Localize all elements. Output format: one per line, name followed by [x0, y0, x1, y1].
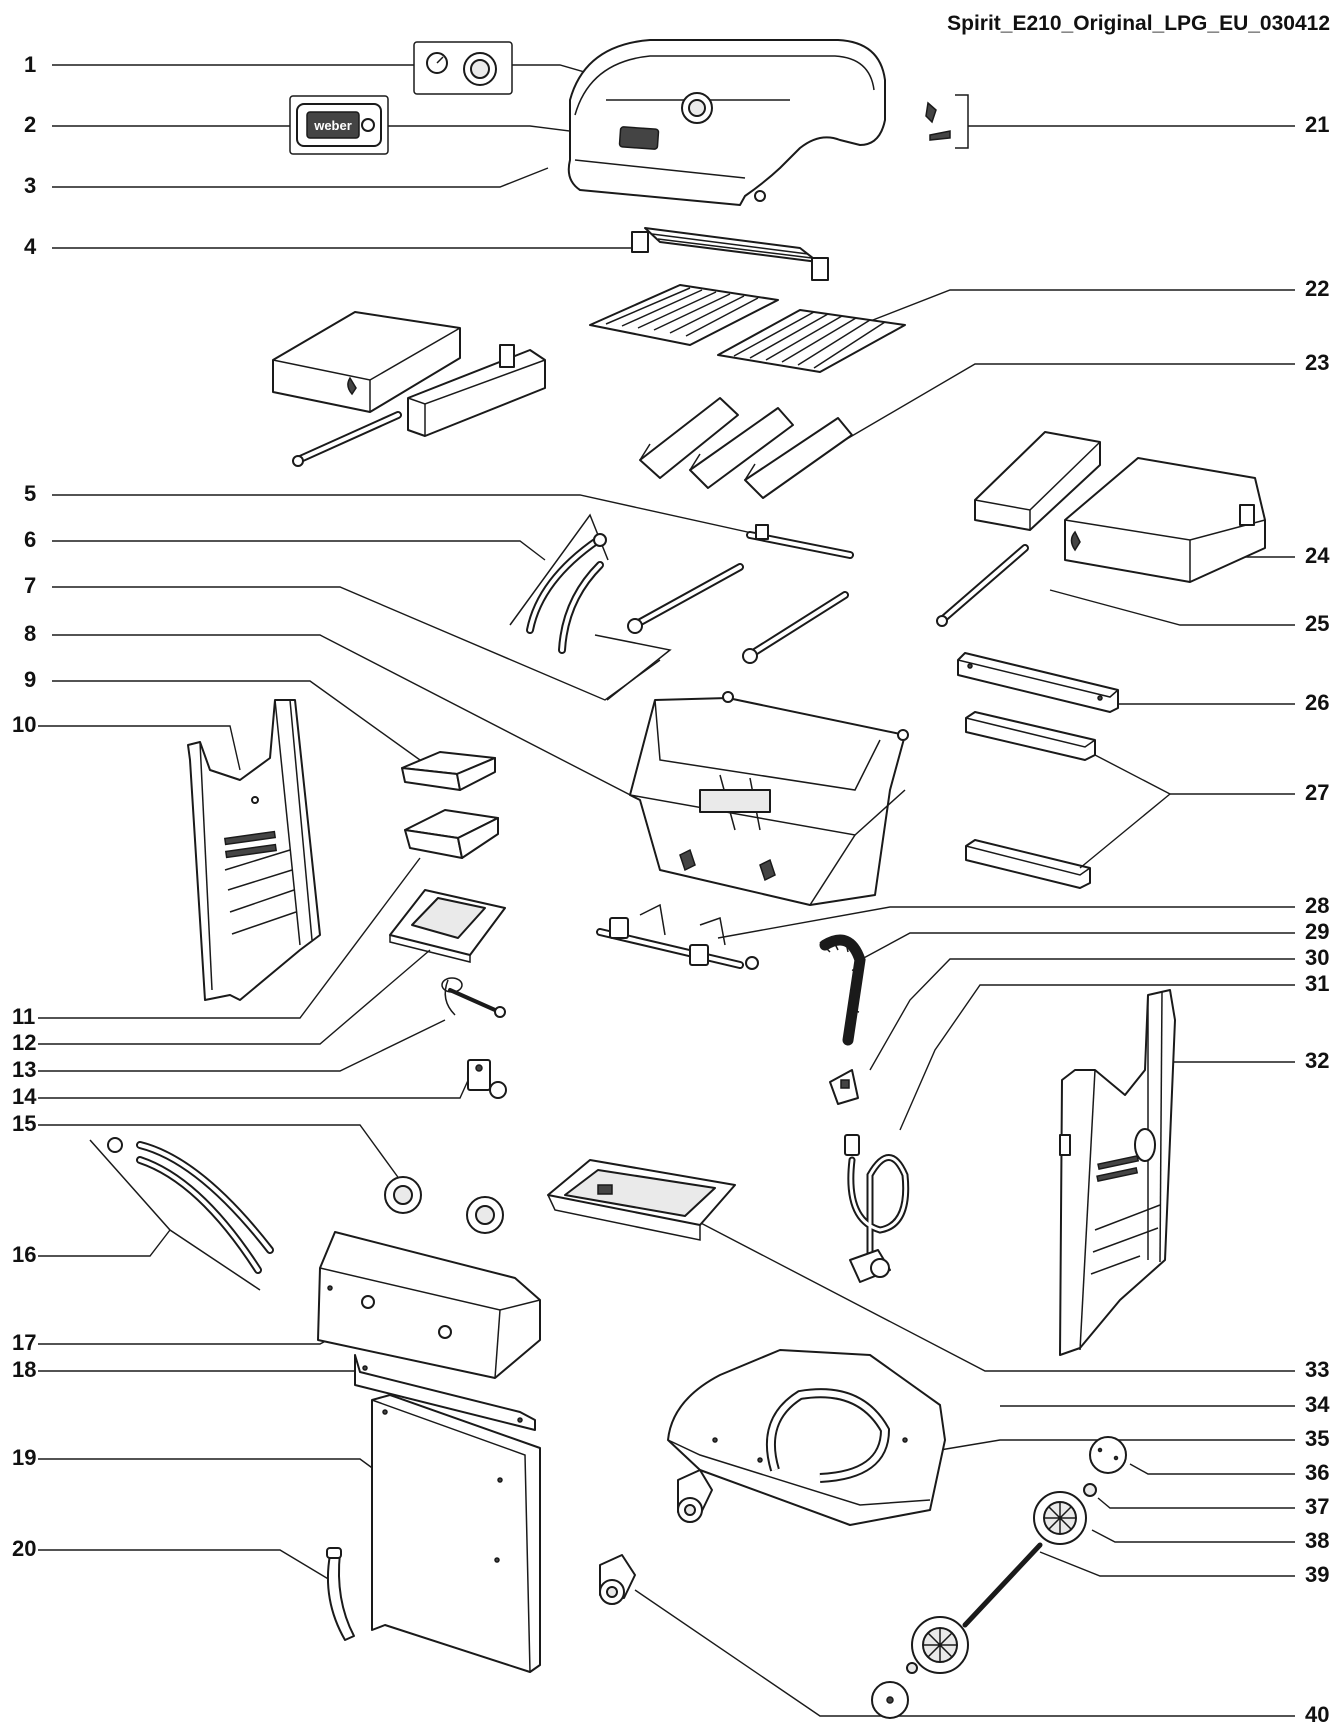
label-40: 40	[1305, 1702, 1329, 1727]
part-38-wheel	[1033, 1491, 1087, 1545]
part-14-igniter	[467, 1059, 507, 1099]
part-39-axle	[962, 1542, 1043, 1628]
label-3: 3	[24, 173, 36, 198]
part-21-screws	[925, 94, 969, 149]
part-31-regulator-hose	[844, 1134, 910, 1283]
label-37: 37	[1305, 1494, 1329, 1519]
part-37-washer	[1083, 1483, 1097, 1497]
part-25-right-bracket-rod	[936, 431, 1101, 627]
part-12-tray-holder	[389, 889, 506, 963]
label-18: 18	[12, 1357, 36, 1382]
left-leader-lines	[38, 64, 771, 1581]
part-2-logo-badge-callout: weber	[289, 95, 626, 155]
part-4-warming-rack	[631, 227, 829, 281]
part-3-lid	[567, 39, 886, 206]
part-10-left-frame	[187, 699, 321, 1001]
label-22: 22	[1305, 276, 1329, 301]
part-13-wire-hook	[441, 977, 506, 1018]
left-side-rod	[292, 411, 402, 467]
part-16-wire-set	[89, 1137, 274, 1291]
diagram-title: Spirit_E210_Original_LPG_EU_030412	[947, 12, 1330, 35]
part-8-cookbox	[629, 691, 909, 906]
label-1: 1	[24, 52, 36, 77]
label-30: 30	[1305, 945, 1329, 970]
left-side-table	[272, 311, 461, 413]
left-labels: 1 2 3 4 5 6 7 8 9 10 11 12 13 14 15 16 1…	[12, 52, 37, 1561]
label-13: 13	[12, 1057, 36, 1082]
label-25: 25	[1305, 611, 1329, 636]
part-29-hose	[819, 934, 866, 1046]
part-32-right-frame	[1059, 989, 1176, 1356]
wheel-assembly-lower	[871, 1616, 969, 1719]
part-28-manifold	[596, 903, 759, 970]
label-7: 7	[24, 573, 36, 598]
label-21: 21	[1305, 112, 1329, 137]
part-18-crossbar	[354, 1354, 536, 1431]
label-31: 31	[1305, 971, 1329, 996]
label-15: 15	[12, 1111, 36, 1136]
part-35-bottom-shelf	[667, 1349, 946, 1526]
part-26-rail	[957, 652, 1119, 713]
label-4: 4	[24, 234, 37, 259]
label-11: 11	[12, 1004, 35, 1029]
part-7-burner-tubes	[594, 563, 849, 701]
right-leader-lines	[634, 125, 1295, 1717]
casters	[677, 1469, 713, 1523]
label-23: 23	[1305, 350, 1329, 375]
label-38: 38	[1305, 1528, 1329, 1553]
label-9: 9	[24, 667, 36, 692]
part-27-rails	[965, 711, 1171, 889]
label-10: 10	[12, 712, 36, 737]
label-19: 19	[12, 1445, 36, 1470]
label-16: 16	[12, 1242, 36, 1267]
label-6: 6	[24, 527, 36, 552]
label-32: 32	[1305, 1048, 1329, 1073]
part-23-flavorizer-bars	[639, 397, 853, 499]
part-5-burner-tube	[746, 524, 854, 559]
part-40-caster	[599, 1554, 636, 1605]
part-15-control-knobs	[384, 1176, 504, 1234]
label-29: 29	[1305, 919, 1329, 944]
left-side-bracket	[407, 344, 546, 437]
part-19-door	[371, 1394, 541, 1673]
label-5: 5	[24, 481, 36, 506]
part-22-cooking-grates	[589, 284, 906, 373]
label-12: 12	[12, 1030, 36, 1055]
part-9-drip-tray	[401, 751, 496, 791]
part-36-hubcap	[1089, 1436, 1127, 1474]
label-34: 34	[1305, 1392, 1330, 1417]
label-35: 35	[1305, 1426, 1329, 1451]
part-34-tank-ring	[765, 1388, 891, 1483]
part-20-handle	[326, 1547, 355, 1641]
label-28: 28	[1305, 893, 1329, 918]
label-33: 33	[1305, 1357, 1329, 1382]
part-33-grease-tray	[547, 1159, 736, 1241]
right-labels: 21 22 23 24 25 26 27 28 29 30 31 32 33 3…	[1305, 112, 1330, 1727]
part-24-right-side-table	[1064, 457, 1266, 583]
label-39: 39	[1305, 1562, 1329, 1587]
label-20: 20	[12, 1536, 36, 1561]
label-2: 2	[24, 112, 36, 137]
label-24: 24	[1305, 543, 1330, 568]
part-17-control-panel	[317, 1231, 541, 1379]
label-26: 26	[1305, 690, 1329, 715]
label-27: 27	[1305, 780, 1329, 805]
part-30-clip	[829, 1069, 859, 1105]
label-36: 36	[1305, 1460, 1329, 1485]
svg-text:weber: weber	[313, 118, 352, 133]
part-6-igniter-wires	[509, 513, 609, 654]
label-14: 14	[12, 1084, 37, 1109]
label-17: 17	[12, 1330, 36, 1355]
label-8: 8	[24, 621, 36, 646]
part-11-catch-pan	[404, 809, 499, 859]
